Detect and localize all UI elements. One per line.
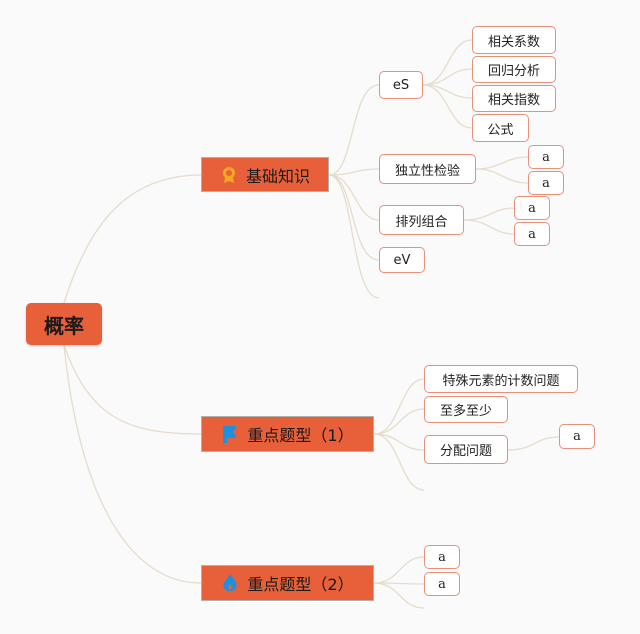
branch-key-problems-2[interactable]: 重点题型（2） [201, 565, 374, 601]
branch-label: 重点题型（2） [247, 575, 354, 594]
award-icon [220, 166, 238, 184]
branch-label: 基础知识 [245, 166, 310, 186]
node-special-elements[interactable]: 特殊元素的计数问题 [424, 365, 578, 393]
node-a[interactable]: a [559, 424, 595, 449]
node-a[interactable]: a [424, 572, 460, 596]
branch-label: 重点题型（1） [247, 426, 354, 445]
node-at-most-at-least[interactable]: 至多至少 [424, 396, 508, 423]
node-distribution[interactable]: 分配问题 [424, 435, 508, 464]
node-correlation-coefficient[interactable]: 相关系数 [472, 26, 556, 54]
node-a[interactable]: a [424, 545, 460, 569]
node-es[interactable]: eS [379, 71, 423, 99]
node-formula[interactable]: 公式 [472, 114, 529, 142]
node-a[interactable]: a [514, 196, 550, 220]
node-regression[interactable]: 回归分析 [472, 56, 556, 83]
root-node[interactable]: 概率 [26, 303, 102, 345]
flame-icon [221, 574, 239, 592]
root-label: 概率 [44, 313, 84, 338]
node-a[interactable]: a [514, 222, 550, 246]
node-ev[interactable]: eV [379, 247, 425, 273]
node-independence-test[interactable]: 独立性检验 [379, 154, 476, 184]
node-a[interactable]: a [528, 171, 564, 195]
flag-icon [221, 425, 239, 443]
node-a[interactable]: a [528, 145, 564, 169]
node-permutation[interactable]: 排列组合 [379, 205, 464, 235]
node-correlation-index[interactable]: 相关指数 [472, 85, 556, 112]
branch-key-problems-1[interactable]: 重点题型（1） [201, 416, 374, 452]
branch-basic-knowledge[interactable]: 基础知识 [201, 157, 329, 192]
